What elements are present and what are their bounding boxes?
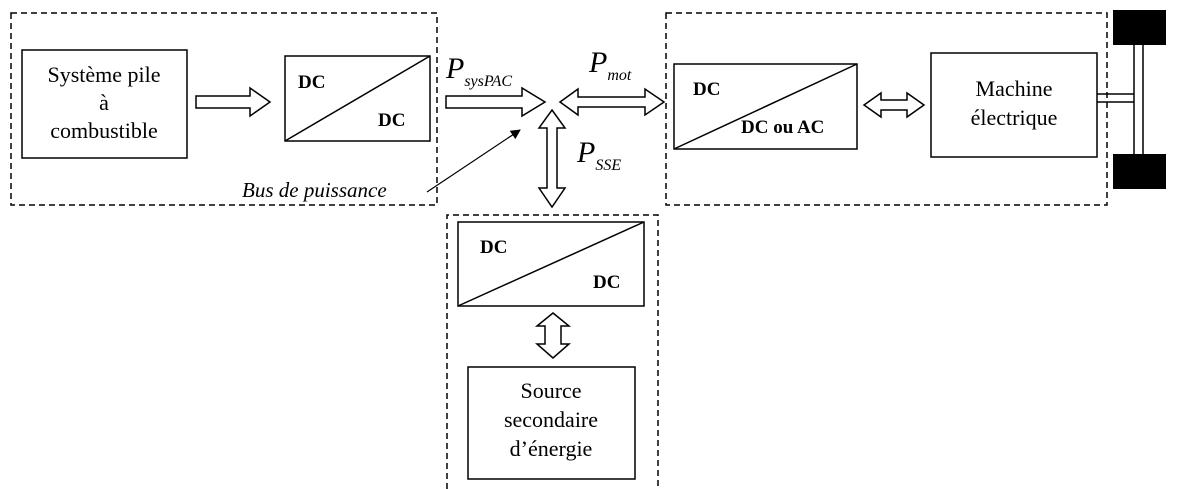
secondary-source-label-line2: secondaire (504, 407, 598, 432)
arrow-fuel-cell-to-converter (195, 86, 272, 118)
traction-group-border (665, 12, 1108, 206)
converter-motor-input-label: DC (693, 79, 720, 100)
converter-motor-output-label: DC ou AC (741, 117, 824, 138)
machine-label-line1: Machine (976, 76, 1053, 101)
secondary-energy-source-box (467, 366, 636, 480)
converter-storage-output-label: DC (593, 272, 620, 293)
p-sse-label: PSSE (576, 136, 621, 174)
secondary-source-label-line3: d’énergie (510, 436, 593, 461)
fuel-cell-group-border (10, 12, 438, 206)
storage-converter-diagonal (457, 221, 645, 307)
arrow-bus-motor-converter (558, 87, 666, 117)
secondary-source-label-line1: Source (520, 378, 581, 403)
bus-de-puissance-label: Bus de puissance (242, 178, 387, 202)
motor-converter-diagonal (673, 63, 858, 150)
converter-fc-input-label: DC (298, 72, 325, 93)
wheel-top-icon (1113, 10, 1166, 45)
p-syspac-label: PsysPAC (445, 52, 512, 90)
p-mot-label: Pmot (588, 46, 632, 84)
arrow-converter-secondary-source (534, 312, 572, 359)
fuel-cell-label-line1: Système pile (47, 62, 160, 87)
converter-storage-input-label: DC (480, 237, 507, 258)
wheel-bottom-icon (1113, 154, 1166, 189)
electric-machine-box (930, 52, 1098, 158)
machine-label-line2: électrique (971, 105, 1058, 130)
bus-pointer-line (426, 129, 521, 193)
converter-fc-output-label: DC (378, 110, 405, 131)
storage-group-border (446, 214, 659, 489)
arrow-converter-machine (862, 91, 926, 119)
fuel-cell-label-line2: à (99, 90, 109, 115)
fuel-cell-system-box (21, 49, 188, 159)
arrow-converter-to-bus (445, 86, 547, 118)
fuel-cell-label-line3: combustible (50, 118, 158, 143)
converter-diagonal (284, 55, 431, 142)
arrow-bus-storage (537, 108, 567, 209)
